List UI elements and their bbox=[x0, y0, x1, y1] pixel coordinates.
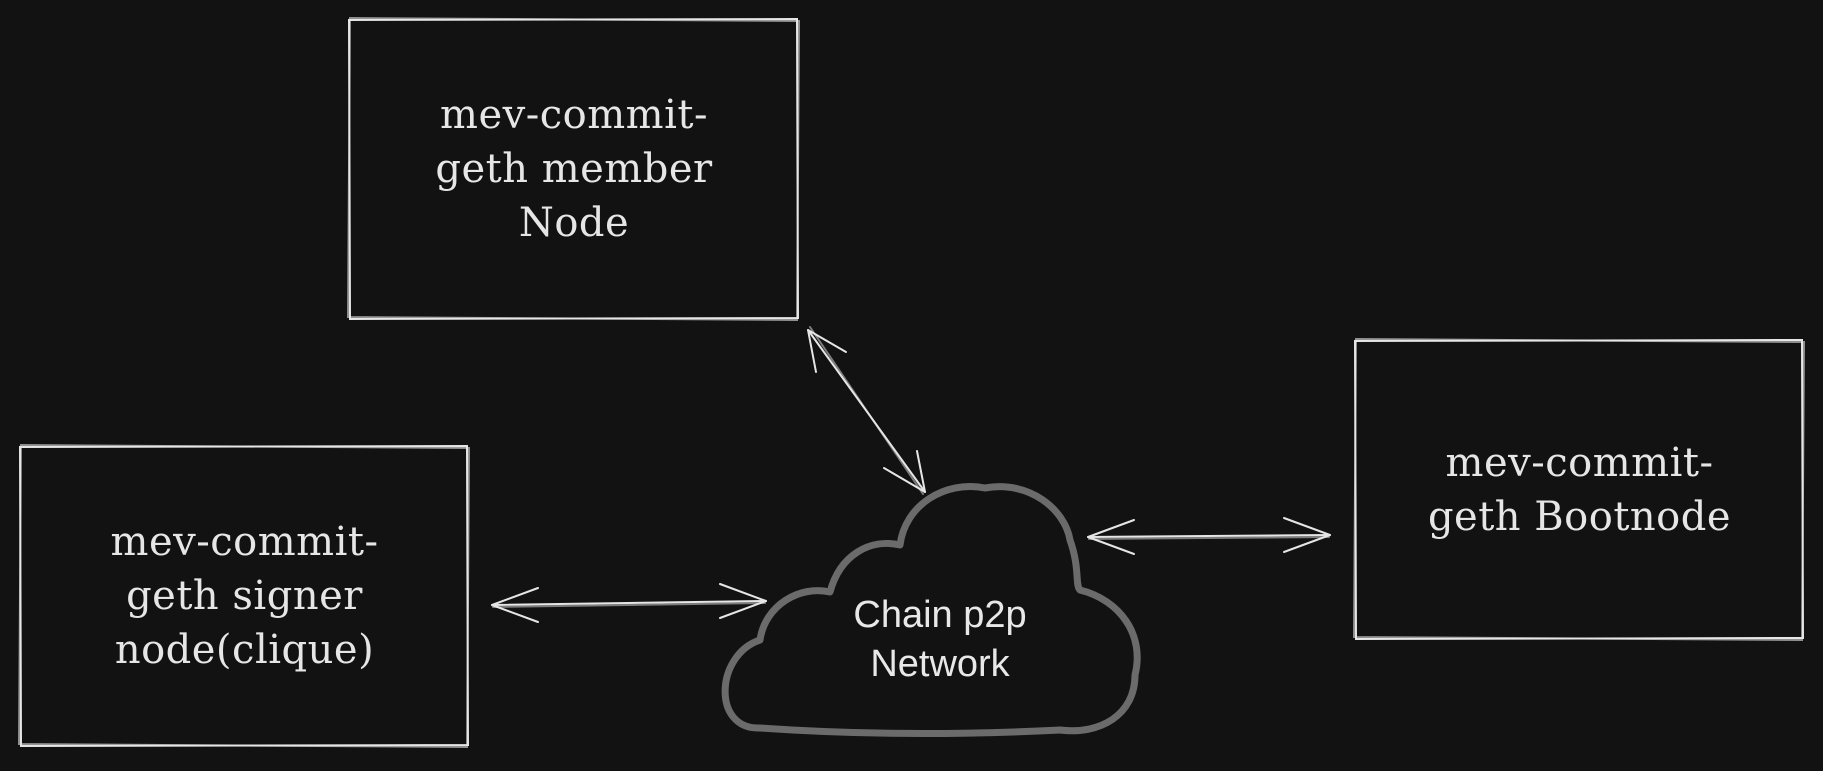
edge-signer-network bbox=[491, 583, 767, 623]
arrowhead-network-end-2 bbox=[719, 583, 767, 619]
member-node-box bbox=[346, 16, 801, 322]
network-cloud-label: Chain p2p Network bbox=[853, 593, 1027, 685]
network-cloud bbox=[721, 483, 1141, 738]
arrowhead-bootnode-end bbox=[1283, 517, 1331, 553]
arrowhead-network-end-3 bbox=[1087, 519, 1135, 555]
bootnode-label: mev-commit- geth Bootnode bbox=[1427, 439, 1732, 540]
arrowhead-signer-end bbox=[491, 587, 539, 623]
signer-node-box bbox=[17, 443, 471, 749]
edge-network-bootnode bbox=[1087, 517, 1331, 555]
arrowhead-member-end bbox=[807, 329, 847, 373]
signer-node-label: mev-commit- geth signer node(clique) bbox=[110, 519, 379, 673]
member-node-label: mev-commit- geth member Node bbox=[435, 92, 713, 246]
bootnode-box bbox=[1352, 337, 1806, 642]
arrowhead-network-end bbox=[883, 450, 926, 493]
edge-member-network bbox=[807, 326, 926, 495]
